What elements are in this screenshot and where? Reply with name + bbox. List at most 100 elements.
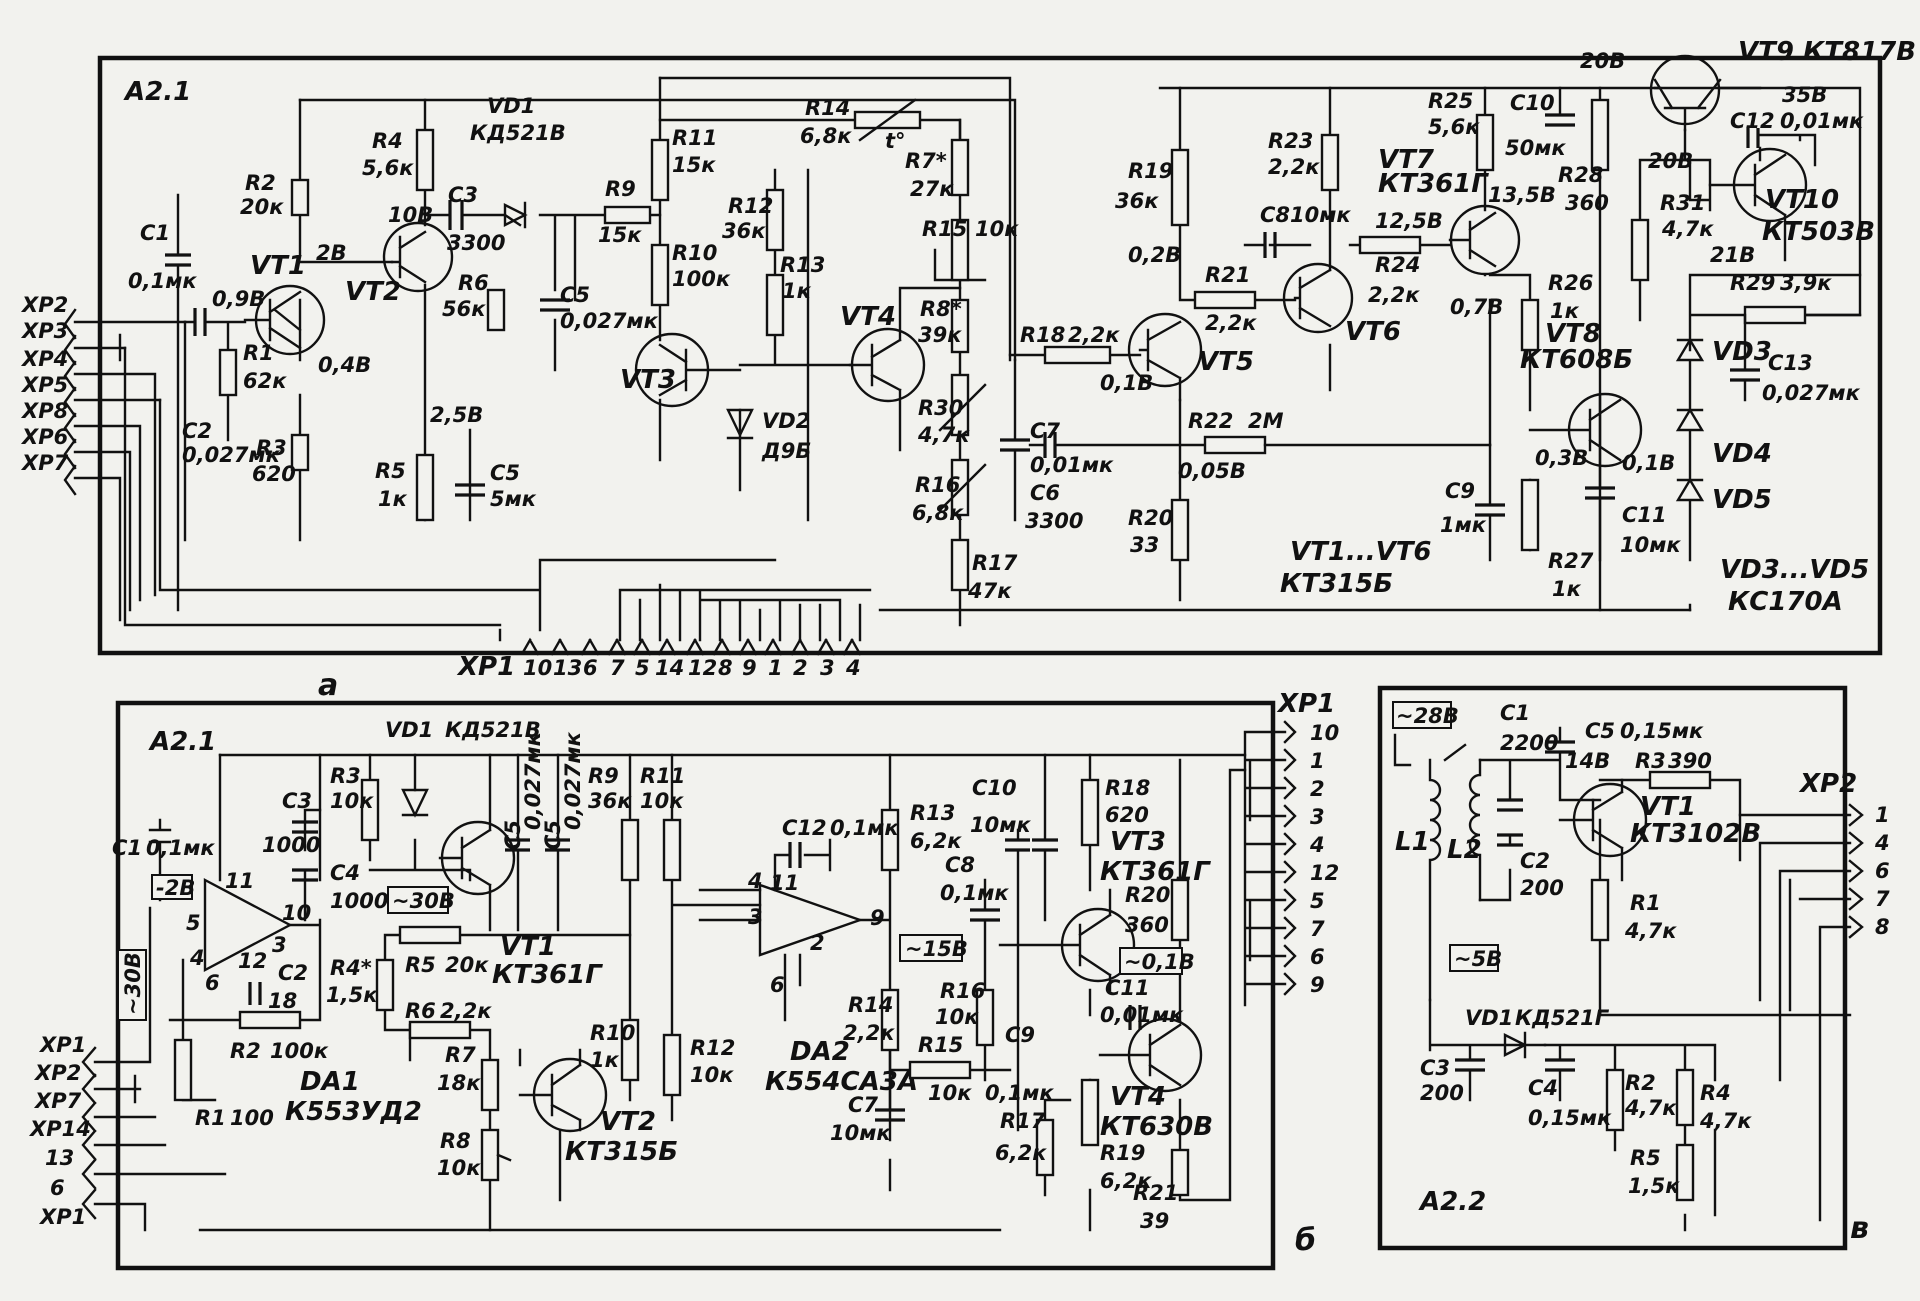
svg-text:VD3...VD5: VD3...VD5 [1720, 555, 1869, 585]
svg-text:R9: R9 [588, 764, 619, 788]
svg-text:DA1: DA1 [300, 1067, 360, 1097]
svg-text:0,9В: 0,9В [212, 287, 265, 311]
svg-text:18к: 18к [437, 1071, 481, 1095]
svg-text:R17: R17 [1000, 1109, 1046, 1133]
boxed-0-1v [1119, 947, 1183, 975]
svg-text:VT3: VT3 [1110, 827, 1166, 857]
svg-text:C11: C11 [1622, 503, 1667, 527]
svg-text:VT2: VT2 [600, 1107, 656, 1137]
svg-text:2,2к: 2,2к [1368, 283, 1420, 307]
svg-text:R10: R10 [672, 241, 717, 265]
svg-text:0,01мк: 0,01мк [1100, 1003, 1184, 1027]
svg-text:C3: C3 [448, 183, 478, 207]
svg-text:12,5В: 12,5В [1375, 209, 1443, 233]
svg-text:R19: R19 [1128, 159, 1173, 183]
svg-text:1к: 1к [1552, 577, 1582, 601]
svg-text:C10: C10 [972, 776, 1017, 800]
svg-text:10к: 10к [640, 789, 684, 813]
svg-text:6: 6 [770, 973, 785, 997]
svg-text:0,027мк: 0,027мк [1762, 381, 1861, 405]
svg-text:R20: R20 [1128, 506, 1173, 530]
svg-text:0,1мк: 0,1мк [128, 269, 197, 293]
svg-text:C11: C11 [1105, 976, 1150, 1000]
svg-text:0,1В: 0,1В [1100, 371, 1153, 395]
svg-text:R2: R2 [1625, 1071, 1656, 1095]
svg-text:12: 12 [238, 949, 267, 973]
svg-text:C5: C5 [490, 461, 520, 485]
svg-text:C13: C13 [1768, 351, 1813, 375]
panel-b-connectors: XP1 XP2 XP7 XP14 13 6 XP1 [28, 1033, 227, 1232]
svg-text:10к: 10к [330, 789, 374, 813]
svg-text:R24: R24 [1375, 253, 1420, 277]
svg-text:C12: C12 [782, 816, 827, 840]
svg-text:VT4: VT4 [840, 302, 896, 332]
svg-text:10мк: 10мк [830, 1121, 891, 1145]
svg-text:1к: 1к [782, 279, 812, 303]
panel-c: A2.2 в ~28В L1 L2 C1 2200 C5 0,15мк 14В … [1377, 685, 1890, 1251]
svg-text:R22: R22 [1188, 409, 1233, 433]
svg-text:C3: C3 [1420, 1056, 1450, 1080]
svg-text:A2.1: A2.1 [148, 727, 216, 757]
svg-text:20В: 20В [1580, 49, 1625, 73]
svg-text:4: 4 [747, 869, 763, 893]
boxed-30v-left [117, 949, 147, 1021]
svg-text:20В: 20В [1648, 149, 1693, 173]
svg-text:КД521В: КД521В [470, 121, 566, 145]
svg-text:R26: R26 [1548, 271, 1593, 295]
svg-text:XP6: XP6 [20, 425, 68, 449]
svg-text:36к: 36к [722, 219, 766, 243]
svg-text:21В: 21В [1710, 243, 1755, 267]
svg-text:R4: R4 [372, 129, 403, 153]
svg-text:R5: R5 [405, 953, 436, 977]
svg-text:~0,1В: ~0,1В [1124, 950, 1195, 974]
svg-text:0,3В: 0,3В [1535, 446, 1588, 470]
svg-text:15к: 15к [598, 223, 642, 247]
svg-text:XP1: XP1 [456, 652, 515, 682]
panel-b-xp1: XP1 10 1 2 3 4 12 5 7 6 9 [1243, 689, 1339, 1007]
svg-text:-2В: -2В [156, 876, 195, 900]
svg-text:13: 13 [553, 656, 582, 680]
svg-text:в: в [1850, 1211, 1869, 1246]
svg-text:1: 1 [768, 656, 783, 680]
svg-text:VT2: VT2 [345, 277, 401, 307]
panel-a-connectors: XP2 XP3 XP4 XP5 XP8 XP6 XP7 [20, 293, 187, 622]
svg-text:R14: R14 [805, 96, 850, 120]
svg-text:6,2к: 6,2к [995, 1141, 1047, 1165]
svg-text:6: 6 [1310, 945, 1325, 969]
svg-text:620: 620 [252, 462, 296, 486]
svg-text:КТ315Б: КТ315Б [1280, 569, 1393, 599]
svg-text:VD4: VD4 [1712, 439, 1772, 469]
svg-text:7: 7 [610, 656, 625, 680]
svg-text:20к: 20к [240, 195, 284, 219]
svg-text:C2: C2 [182, 419, 212, 443]
svg-text:10: 10 [282, 901, 311, 925]
svg-text:9: 9 [1310, 973, 1325, 997]
svg-text:XP8: XP8 [20, 399, 68, 423]
svg-text:2: 2 [793, 656, 808, 680]
svg-text:4,7к: 4,7к [1661, 217, 1714, 241]
svg-text:R18: R18 [1105, 776, 1150, 800]
svg-text:100к: 100к [672, 267, 731, 291]
svg-text:~28В: ~28В [1396, 704, 1459, 728]
svg-text:0,01мк: 0,01мк [1780, 109, 1864, 133]
svg-text:200: 200 [1420, 1081, 1464, 1105]
svg-text:R27: R27 [1548, 549, 1594, 573]
boxed-30v-mid [387, 886, 449, 914]
svg-text:6: 6 [50, 1176, 65, 1200]
svg-text:VD2: VD2 [762, 409, 810, 433]
svg-text:9: 9 [870, 906, 885, 930]
svg-text:0,027мк: 0,027мк [521, 731, 545, 830]
svg-text:10к: 10к [690, 1063, 734, 1087]
svg-text:КС170А: КС170А [1728, 587, 1843, 617]
svg-text:1: 1 [1875, 803, 1890, 827]
svg-text:0,027мк: 0,027мк [182, 443, 281, 467]
svg-text:6: 6 [205, 971, 220, 995]
svg-text:R28: R28 [1558, 163, 1603, 187]
svg-text:R8: R8 [440, 1129, 471, 1153]
svg-text:КД521В: КД521В [445, 718, 541, 742]
svg-text:R5: R5 [375, 459, 406, 483]
boxed-minus-2v [151, 874, 193, 900]
svg-text:R2: R2 [230, 1039, 261, 1063]
svg-text:~30В: ~30В [392, 889, 455, 913]
svg-text:1: 1 [1310, 749, 1325, 773]
